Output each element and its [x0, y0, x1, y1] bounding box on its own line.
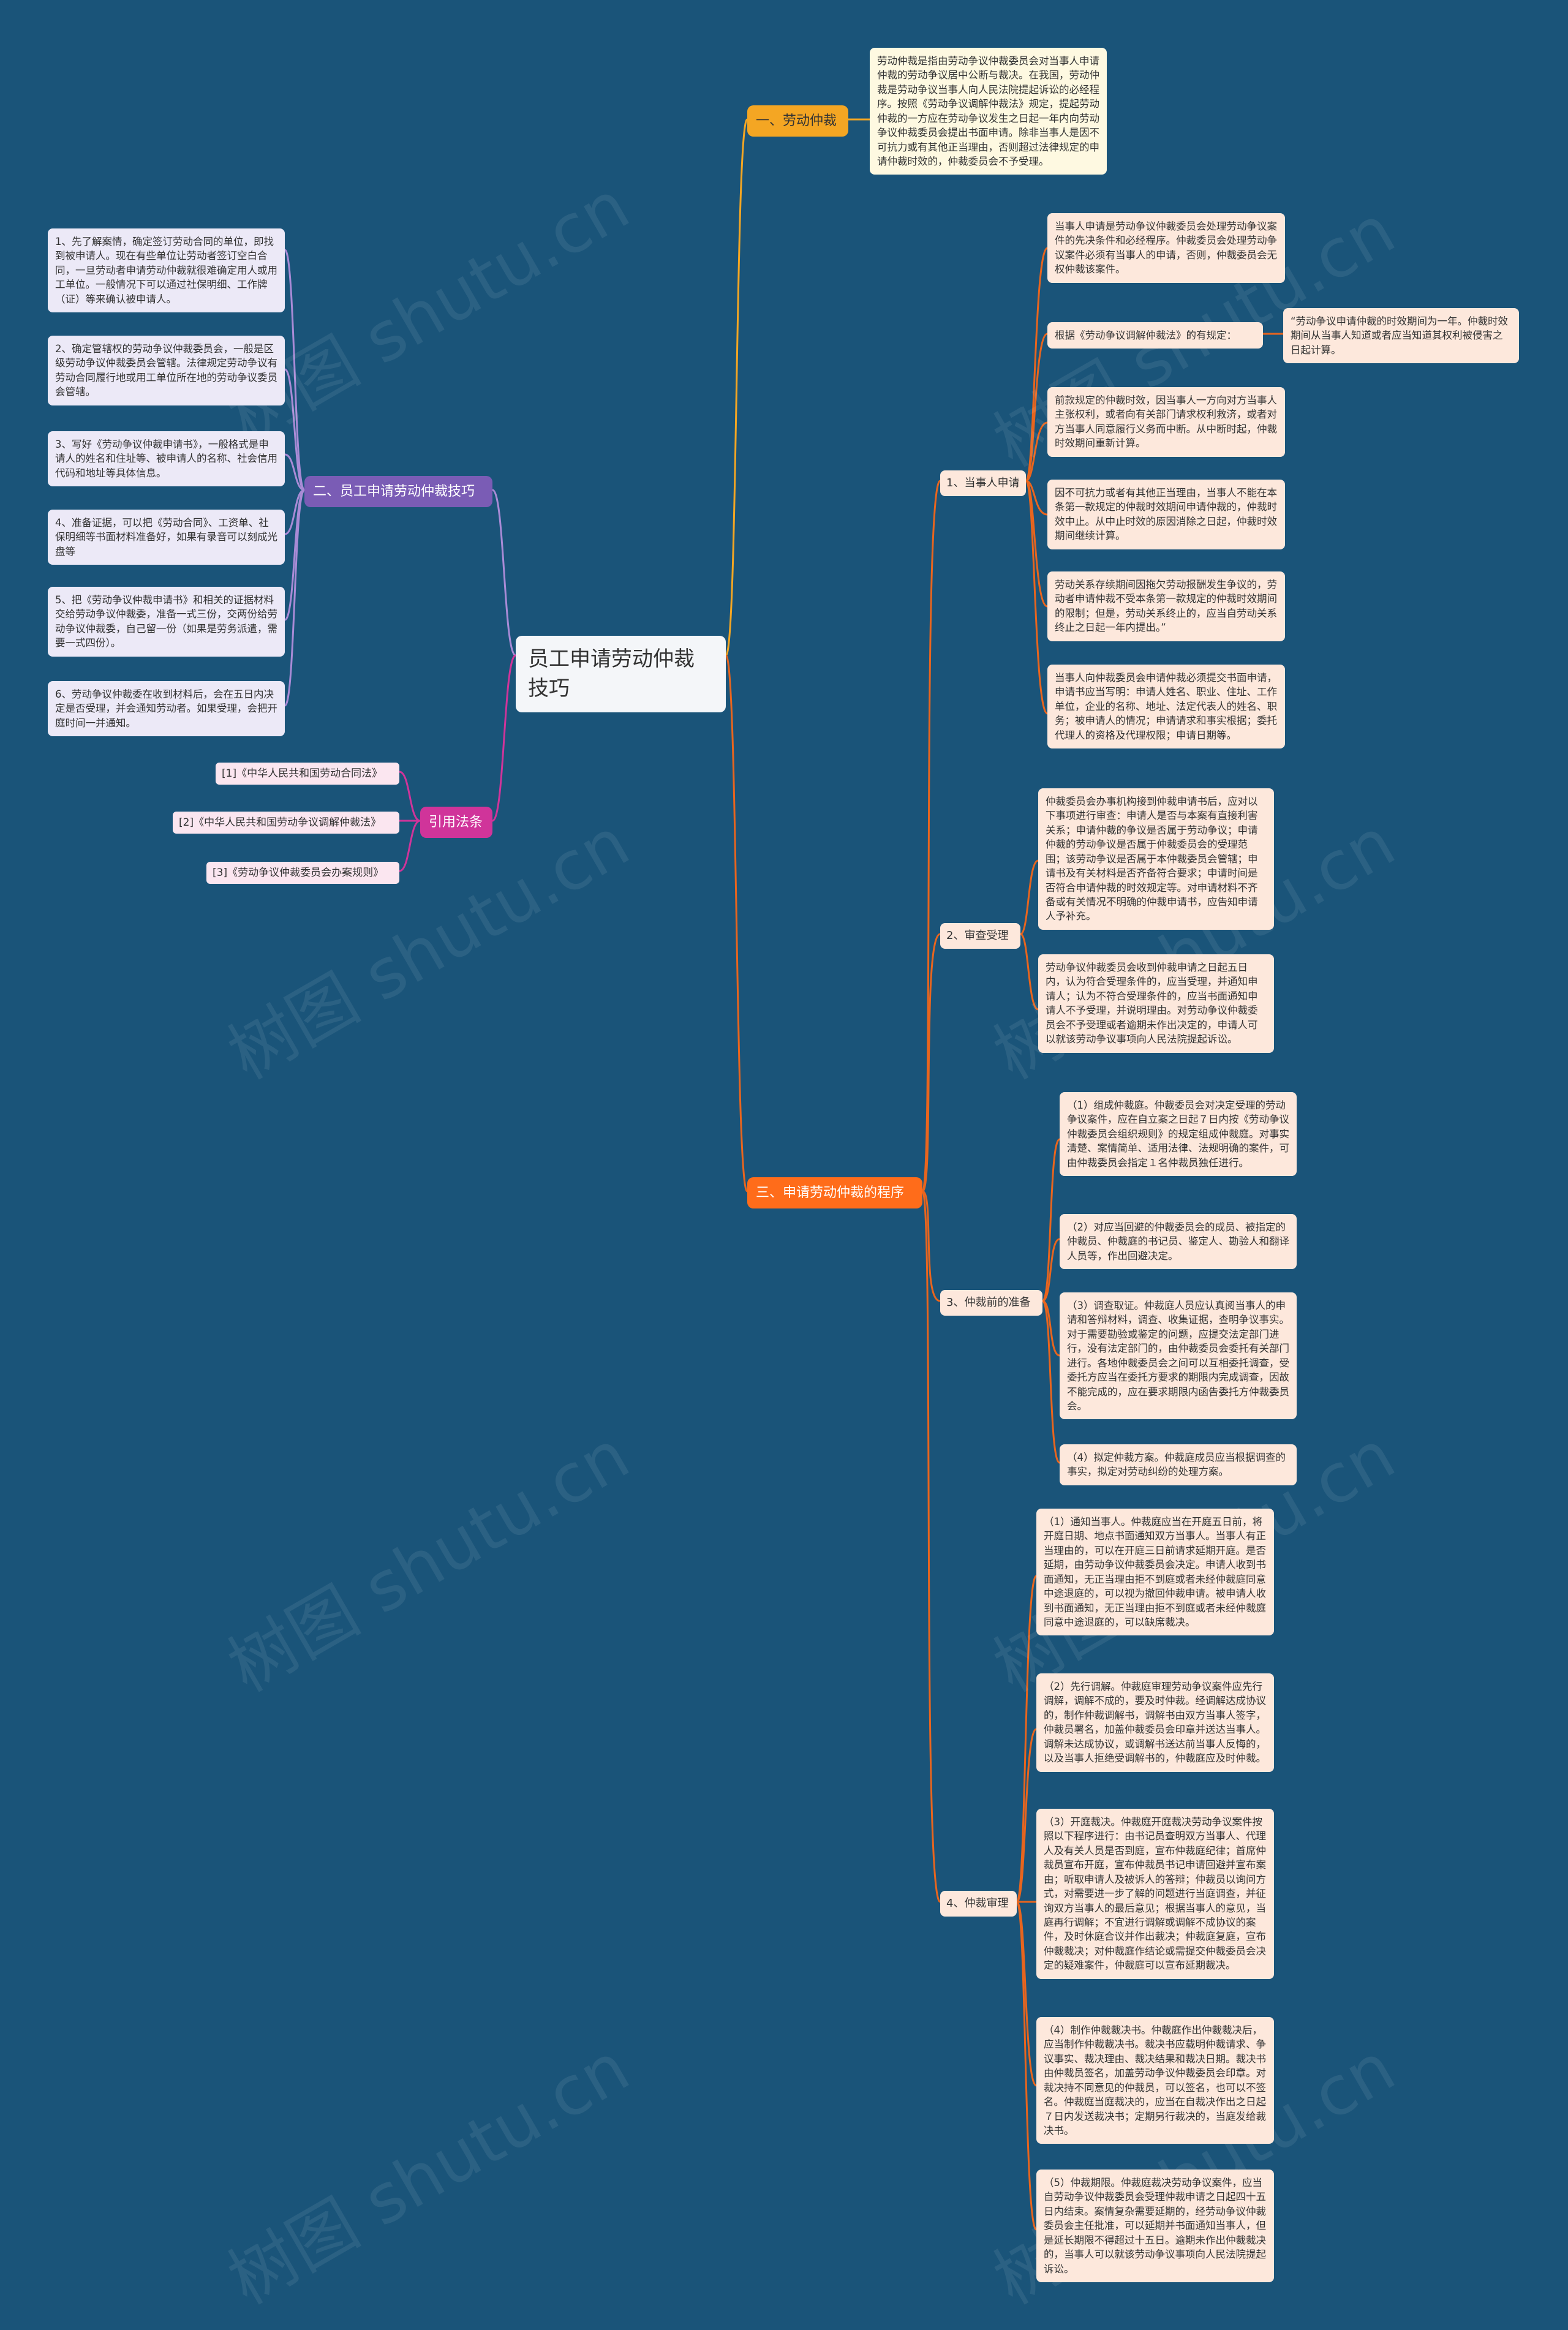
- party-application-item: 前款规定的仲裁时效，因当事人一方向对方当事人主张权利，或者向有关部门请求权利救济…: [1047, 387, 1285, 457]
- branch-application-tips[interactable]: 二、员工申请劳动仲裁技巧: [304, 476, 492, 508]
- tip-item: 3、写好《劳动争议仲裁申请书》，一般格式是申请人的姓名和住址等、被申请人的名称、…: [48, 431, 285, 487]
- pre-arbitration-item: （3）调查取证。仲裁庭人员应认真阅当事人的申请和答辩材料，调查、收集证据，查明争…: [1060, 1292, 1297, 1420]
- hearing-item: （5）仲裁期限。仲裁庭裁决劳动争议案件，应当自劳动争议仲裁委员会受理仲裁申请之日…: [1036, 2170, 1274, 2282]
- sub-pre-arbitration-prep[interactable]: 3、仲裁前的准备: [940, 1290, 1042, 1316]
- hearing-item: （2）先行调解。仲裁庭审理劳动争议案件应先行调解，调解不成的，要及时仲裁。经调解…: [1036, 1673, 1274, 1772]
- branch-application-procedure[interactable]: 三、申请劳动仲裁的程序: [747, 1177, 922, 1209]
- party-application-item: 当事人向仲裁委员会申请仲裁必须提交书面申请，申请书应当写明：申请人姓名、职业、住…: [1047, 665, 1285, 749]
- hearing-item: （3）开庭裁决。仲裁庭开庭裁决劳动争议案件按照以下程序进行：由书记员查明双方当事…: [1036, 1809, 1274, 1979]
- sub-arbitration-hearing[interactable]: 4、仲裁审理: [940, 1891, 1017, 1917]
- cited-law-item: [2]《中华人民共和国劳动争议调解仲裁法》: [173, 812, 399, 834]
- party-application-item: 当事人申请是劳动争议仲裁委员会处理劳动争议案件的先决条件和必经程序。仲裁委员会处…: [1047, 213, 1285, 283]
- sub-party-application[interactable]: 1、当事人申请: [940, 470, 1026, 496]
- tip-item: 4、准备证据，可以把《劳动合同》、工资单、社保明细等书面材料准备好，如果有录音可…: [48, 510, 285, 565]
- statute-quote: “劳动争议申请仲裁的时效期间为一年。仲裁时效期间从当事人知道或者应当知道其权利被…: [1283, 308, 1519, 364]
- hearing-item: （4）制作仲裁裁决书。仲裁庭作出仲裁裁决后，应当制作仲裁裁决书。裁决书应载明仲裁…: [1036, 2017, 1274, 2144]
- review-acceptance-item: 劳动争议仲裁委员会收到仲裁申请之日起五日内，认为符合受理条件的，应当受理，并通知…: [1038, 954, 1274, 1053]
- pre-arbitration-item: （1）组成仲裁庭。仲裁委员会对决定受理的劳动争议案件，应在自立案之日起７日内按《…: [1060, 1092, 1297, 1177]
- branch-cited-laws[interactable]: 引用法条: [420, 807, 492, 839]
- pre-arbitration-item: （2）对应当回避的仲裁委员会的成员、被指定的仲裁员、仲裁庭的书记员、鉴定人、勘验…: [1060, 1214, 1297, 1270]
- cited-law-item: [3]《劳动争议仲裁委员会办案规则》: [206, 862, 399, 884]
- review-acceptance-item: 仲裁委员会办事机构接到仲裁申请书后，应对以下事项进行审查：申请人是否与本案有直接…: [1038, 788, 1274, 930]
- sub-review-acceptance[interactable]: 2、审查受理: [940, 923, 1020, 949]
- party-application-item: 劳动关系存续期间因拖欠劳动报酬发生争议的，劳动者申请仲裁不受本条第一款规定的仲裁…: [1047, 571, 1285, 641]
- cited-law-item: [1]《中华人民共和国劳动合同法》: [216, 763, 399, 785]
- branch-labor-arbitration[interactable]: 一、劳动仲裁: [747, 105, 848, 137]
- party-application-item: 根据《劳动争议调解仲裁法》的有规定：: [1047, 322, 1263, 349]
- labor-arbitration-definition: 劳动仲裁是指由劳动争议仲裁委员会对当事人申请仲裁的劳动争议居中公断与裁决。在我国…: [870, 48, 1107, 175]
- tip-item: 1、先了解案情，确定签订劳动合同的单位，即找到被申请人。现在有些单位让劳动者签订…: [48, 228, 285, 313]
- tip-item: 5、把《劳动争议仲裁申请书》和相关的证据材料交给劳动争议仲裁委，准备一式三份，交…: [48, 587, 285, 657]
- hearing-item: （1）通知当事人。仲裁庭应当在开庭五日前，将开庭日期、地点书面通知双方当事人。当…: [1036, 1509, 1274, 1636]
- root-topic[interactable]: 员工申请劳动仲裁技巧: [516, 636, 726, 712]
- tip-item: 2、确定管辖权的劳动争议仲裁委员会，一般是区级劳动争议仲裁委员会管辖。法律规定劳…: [48, 336, 285, 405]
- tip-item: 6、劳动争议仲裁委在收到材料后，会在五日内决定是否受理，并会通知劳动者。如果受理…: [48, 681, 285, 737]
- pre-arbitration-item: （4）拟定仲裁方案。仲裁庭成员应当根据调查的事实，拟定对劳动纠纷的处理方案。: [1060, 1444, 1297, 1485]
- party-application-item: 因不可抗力或者有其他正当理由，当事人不能在本条第一款规定的仲裁时效期间申请仲裁的…: [1047, 480, 1285, 549]
